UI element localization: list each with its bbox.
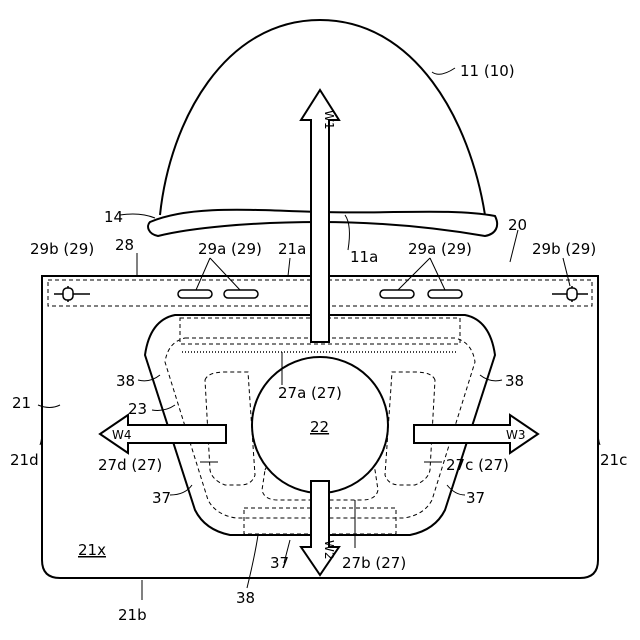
label-panel-right: 21c [600, 451, 627, 469]
label-stitch-37-right: 37 [466, 489, 485, 507]
label-seam-left: 27d (27) [98, 456, 162, 474]
label-seam-bottom: 27b (27) [342, 554, 406, 572]
label-helmet: 11 (10) [460, 62, 515, 80]
label-slot-end-left: 29b (29) [30, 240, 94, 258]
label-stitch-37-left: 37 [152, 489, 171, 507]
label-window: 22 [310, 418, 329, 436]
label-sheet: 20 [508, 216, 527, 234]
label-frame: 23 [128, 400, 147, 418]
label-panel-top: 21a [278, 240, 306, 258]
arrow-label-w2: W2 [322, 540, 336, 560]
label-brim-edge: 11a [350, 248, 378, 266]
label-seam-right: 27c (27) [446, 456, 509, 474]
arrow-label-w1: W1 [322, 110, 336, 130]
slot-cross-box [567, 288, 577, 300]
label-slot-pair-right: 29a (29) [408, 240, 472, 258]
label-edge-38-bottom: 38 [236, 589, 255, 607]
label-brim: 14 [104, 208, 123, 226]
label-edge-38-right: 38 [505, 372, 524, 390]
arrow-w2 [301, 481, 339, 575]
label-strip: 28 [115, 236, 134, 254]
slot-cross-box [63, 288, 73, 300]
label-seam-top: 27a (27) [278, 384, 342, 402]
label-panel: 21 [12, 394, 31, 412]
slot [428, 290, 462, 298]
label-edge-38-left: 38 [116, 372, 135, 390]
slot [380, 290, 414, 298]
label-panel-face: 21x [78, 541, 106, 559]
arrow-label-w3: W3 [506, 428, 526, 442]
slot [178, 290, 212, 298]
label-slot-pair-left: 29a (29) [198, 240, 262, 258]
label-stitch-37-bottom: 37 [270, 554, 289, 572]
slot [224, 290, 258, 298]
label-panel-bottom: 21b [118, 606, 147, 624]
label-panel-left: 21d [10, 451, 39, 469]
label-slot-end-right: 29b (29) [532, 240, 596, 258]
arrow-label-w4: W4 [112, 428, 132, 442]
